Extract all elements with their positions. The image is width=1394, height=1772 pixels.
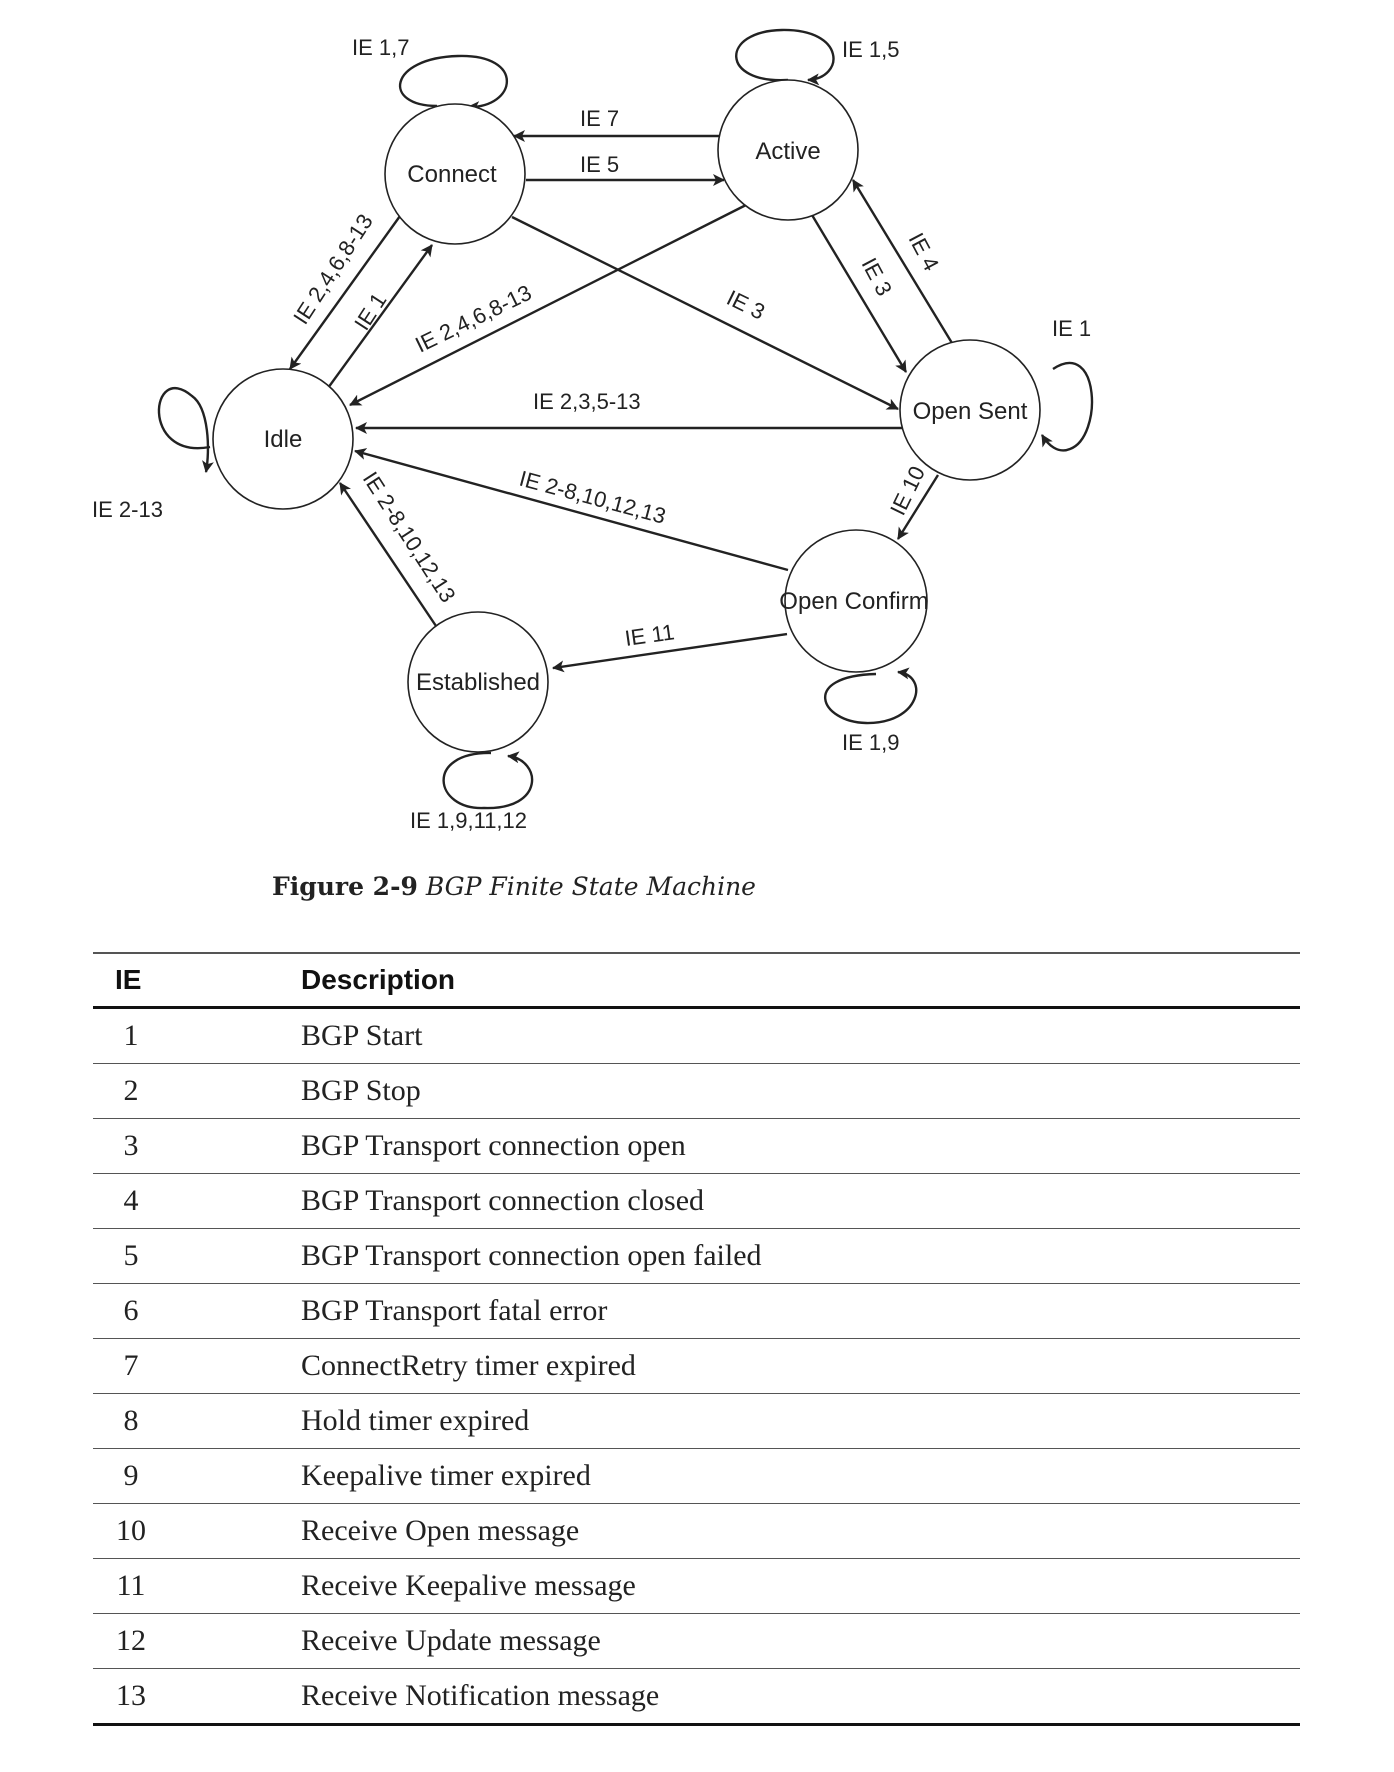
label-active-to-idle: IE 2,4,6,8-13 [411,280,535,358]
label-opensent-to-active: IE 4 [904,229,944,275]
edge-active-to-idle [349,202,749,407]
cell-description: BGP Stop [301,1063,1300,1119]
cell-description: Receive Notification message [301,1668,1300,1726]
table-header-row: IE Description [93,952,1300,1009]
loop-openconfirm [824,667,918,725]
edge-openconfirm-to-established [552,632,788,673]
figure-caption: Figure 2-9 BGP Finite State Machine [272,872,756,901]
loop-active [735,28,835,86]
cell-ie: 2 [93,1063,301,1119]
bgp-state-diagram: Connect Active Idle Open Sent Open Confi… [92,28,1094,833]
loop-idle [157,387,214,473]
state-open-sent-label: Open Sent [913,398,1028,425]
label-openconfirm-to-established: IE 11 [623,619,676,651]
state-active: Active [717,79,859,221]
cell-ie: 11 [93,1558,301,1614]
cell-ie: 5 [93,1228,301,1284]
label-opensent-to-idle: IE 2,3,5-13 [533,389,641,414]
cell-ie: 13 [93,1668,301,1726]
cell-description: BGP Transport fatal error [301,1283,1300,1339]
state-connect-label: Connect [407,161,497,188]
state-connect: Connect [384,103,526,245]
edge-opensent-to-openconfirm [896,474,940,540]
cell-ie: 1 [93,1007,301,1064]
label-opensent-self: IE 1 [1052,316,1091,341]
state-open-confirm-label: Open Confirm [779,588,928,615]
cell-description: Hold timer expired [301,1393,1300,1449]
cell-ie: 9 [93,1448,301,1504]
edge-established-to-idle [339,482,437,627]
state-idle: Idle [212,368,354,510]
header-ie: IE [93,952,301,1009]
label-opensent-to-openconfirm: IE 10 [885,462,930,519]
cell-description: BGP Start [301,1007,1300,1064]
cell-ie: 6 [93,1283,301,1339]
cell-description: Receive Keepalive message [301,1558,1300,1614]
edge-connect-to-opensent [511,215,899,411]
figure-title: BGP Finite State Machine [425,872,756,901]
state-open-confirm: Open Confirm [779,529,929,673]
cell-ie: 12 [93,1613,301,1669]
figure-number: Figure 2-9 [272,872,418,901]
label-active-to-opensent: IE 3 [857,254,897,300]
cell-description: BGP Transport connection closed [301,1173,1300,1229]
label-connect-to-active: IE 5 [580,152,619,177]
cell-description: Keepalive timer expired [301,1448,1300,1504]
cell-description: ConnectRetry timer expired [301,1338,1300,1394]
state-idle-label: Idle [264,426,303,453]
label-active-self: IE 1,5 [842,37,899,62]
edge-active-to-opensent [810,214,908,373]
label-idle-to-connect: IE 1 [349,288,391,334]
cell-ie: 4 [93,1173,301,1229]
state-open-sent: Open Sent [899,339,1041,481]
edge-opensent-to-active [851,179,957,349]
state-active-label: Active [755,138,820,165]
cell-ie: 3 [93,1118,301,1174]
label-connect-self: IE 1,7 [352,35,409,60]
label-idle-self: IE 2-13 [92,497,163,522]
header-description: Description [301,952,1300,1009]
cell-ie: 7 [93,1338,301,1394]
cell-description: Receive Update message [301,1613,1300,1669]
edge-idle-to-connect [327,244,433,389]
cell-description: BGP Transport connection open [301,1118,1300,1174]
label-active-to-connect: IE 7 [580,106,619,131]
edge-connect-to-idle [289,215,401,370]
label-openconfirm-self: IE 1,9 [842,730,899,755]
label-openconfirm-to-idle: IE 2-8,10,12,13 [517,466,669,529]
edge-openconfirm-to-idle [354,448,789,572]
cell-description: BGP Transport connection open failed [301,1228,1300,1284]
state-established-label: Established [416,669,540,696]
loop-connect [398,54,509,114]
label-established-self: IE 1,9,11,12 [410,808,527,833]
cell-ie: 8 [93,1393,301,1449]
state-established: Established [407,611,549,753]
cell-ie: 10 [93,1503,301,1559]
loop-established [442,751,534,810]
loop-opensent [1040,361,1094,452]
cell-description: Receive Open message [301,1503,1300,1559]
label-connect-to-opensent: IE 3 [723,285,769,325]
